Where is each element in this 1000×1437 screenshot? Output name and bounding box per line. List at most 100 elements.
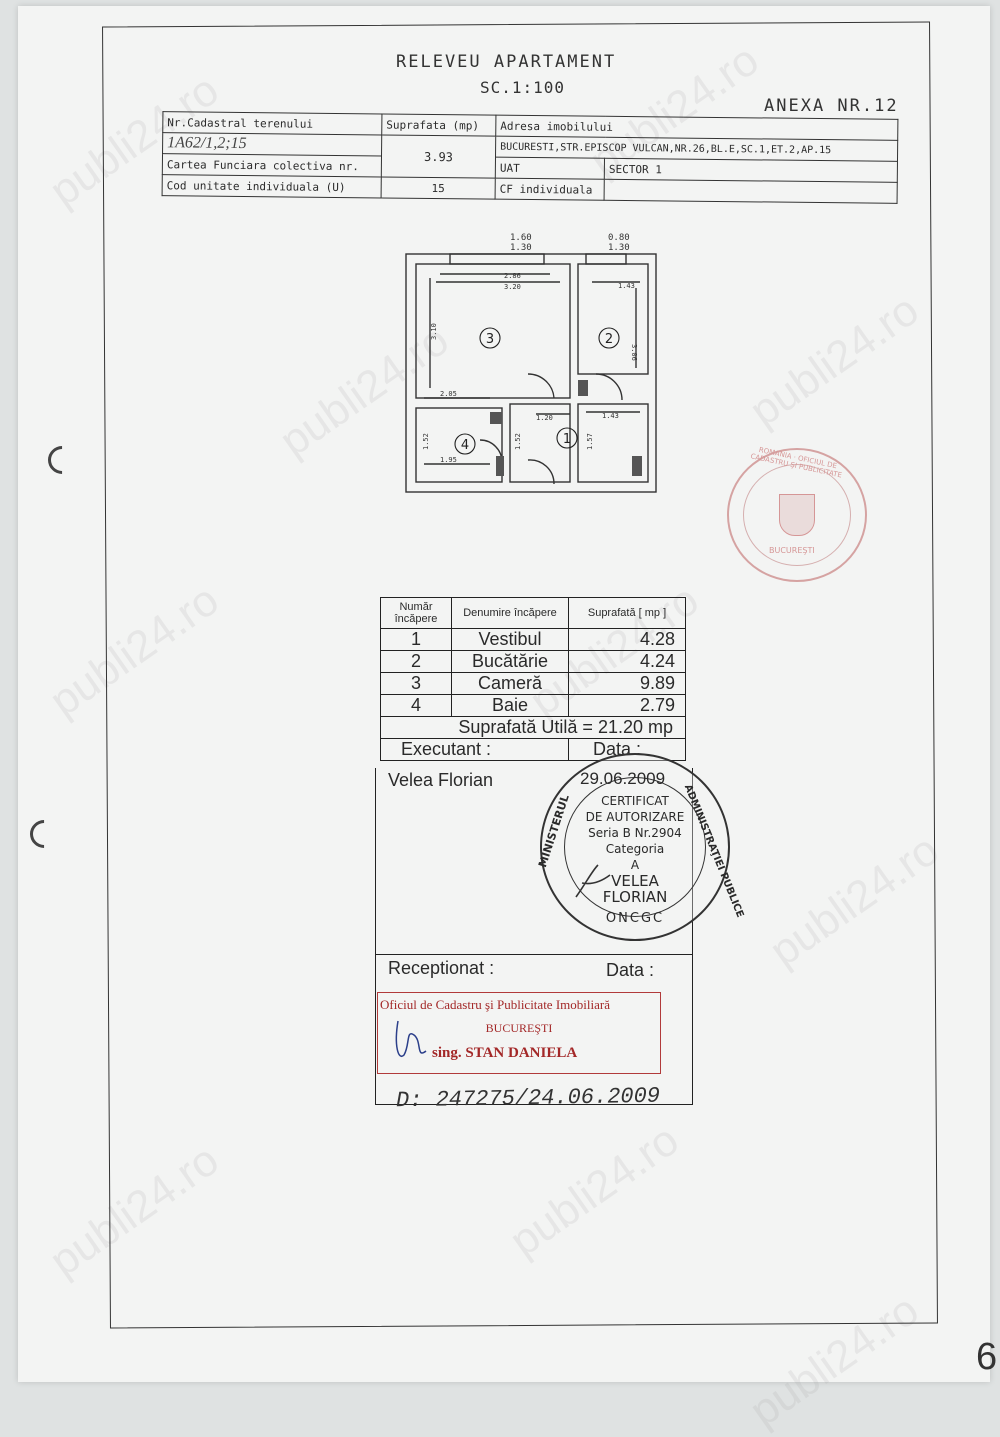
cadastral-value: 1A62/1,2;15	[162, 132, 382, 156]
shaft-marker	[578, 380, 588, 396]
dim-top-right-b: 1.30	[608, 243, 630, 253]
stamp-line3: Seria B Nr.2904	[588, 826, 682, 840]
room-area: 9.89	[568, 672, 686, 695]
executant-label: Executant :	[380, 738, 569, 761]
executant-authorization-stamp: 29.06.2009 MINISTERUL ADMINISTRAŢIEI PUB…	[536, 753, 745, 941]
room-number-circle	[598, 327, 620, 349]
dim-top-left-a: 1.60	[510, 233, 532, 243]
surface-label: Suprafata (mp)	[381, 113, 496, 137]
hall-left-outline	[509, 403, 571, 483]
signature-icon	[575, 864, 611, 898]
ocpi-line3: sing. STAN DANIELA	[432, 1045, 578, 1061]
room-number-4: 4	[461, 438, 469, 453]
room-nr: 4	[380, 694, 452, 717]
coat-of-arms-icon	[779, 494, 815, 536]
stamp-line2: DE AUTORIZARE	[585, 810, 685, 824]
dim-hall-w: 1.20	[536, 414, 553, 422]
uat-value: SECTOR 1	[604, 158, 898, 183]
room-number-3: 3	[486, 332, 494, 347]
dim-top-left-b: 1.30	[510, 243, 532, 253]
room-name: Cameră	[451, 672, 569, 695]
executant-date: 29.06.2009	[580, 769, 666, 788]
room-nr: 1	[380, 628, 452, 651]
round-stamp-city: BUCUREŞTI	[769, 546, 815, 555]
dim-room3-w1: 2.86	[504, 272, 521, 280]
dim-hall-right: 1.43	[602, 412, 619, 420]
window-room-2	[585, 253, 627, 265]
room-name: Baie	[451, 694, 569, 717]
room-number-2: 2	[605, 332, 613, 347]
stamp-line6: VELEA	[611, 872, 659, 890]
room-area: 4.24	[568, 650, 686, 673]
stamp-line5: A	[630, 858, 640, 872]
room-nr: 3	[380, 672, 452, 695]
floor-plan: 1.60 1.30 0.80 1.30 2.86 3.20 1.43 2.05 …	[405, 233, 657, 493]
room-3-outline	[415, 263, 571, 399]
window-room-3	[449, 253, 545, 265]
room-number-1: 1	[563, 432, 571, 447]
stamp-line7: FLORIAN	[602, 888, 668, 906]
shaft-marker	[632, 456, 642, 476]
page-number: 6	[976, 1336, 998, 1378]
unit-code-value: 15	[381, 176, 496, 200]
room-number-circle	[454, 433, 476, 455]
dim-room3-w2: 3.20	[504, 283, 521, 291]
document-page: publi24.ro publi24.ro publi24.ro publi24…	[18, 6, 997, 1436]
signature-box: Velea Florian Receptionat : Data :	[375, 768, 693, 1105]
dim-hall-h1: 1.52	[514, 433, 522, 450]
room-number-circle	[479, 327, 501, 349]
cadastral-label: Nr.Cadastral terenului	[162, 111, 382, 135]
punch-hole	[24, 814, 64, 854]
cadastral-header-table: Nr.Cadastral terenului Suprafata (mp) Ad…	[162, 111, 899, 204]
total-useful-area: Suprafată Utilă = 21.20 mp	[380, 716, 686, 739]
document-title: RELEVEU APARTAMENT	[396, 52, 617, 72]
rooms-table: Număr încăpere Denumire încăpere Suprafa…	[380, 597, 686, 761]
door-swing	[595, 373, 623, 401]
unit-code-label: Cod unitate individuala (U)	[162, 174, 382, 198]
shaft-marker	[496, 456, 504, 476]
ocpi-line1: Oficiul de Cadastru şi Publicitate Imobi…	[380, 997, 610, 1012]
cf-label: CF individuala	[495, 178, 605, 201]
dim-top-right-a: 0.80	[608, 233, 630, 243]
room-name: Vestibul	[451, 628, 569, 651]
receptionat-date-label: Data :	[606, 960, 655, 980]
uat-label: UAT	[495, 157, 605, 180]
hall-right-outline	[577, 403, 649, 483]
stamp-line1: CERTIFICAT	[601, 794, 669, 808]
document-scale: SC.1:100	[480, 78, 566, 97]
ocpi-round-stamp: ROMANIA · OFICIUL DE CADASTRU ŞI PUBLICI…	[727, 446, 867, 582]
carte-funciara-label: Cartea Funciara colectiva nr.	[162, 153, 382, 177]
dim-room4-w: 2.05	[440, 390, 457, 398]
col-area-header: Suprafată [ mp ]	[568, 597, 686, 629]
room-area: 2.79	[568, 694, 686, 717]
ocpi-reception-stamp: Oficiul de Cadastru şi Publicitate Imobi…	[377, 992, 661, 1074]
divider	[376, 954, 692, 955]
stamp-bottom: ONCGC	[605, 911, 665, 926]
col-name-header: Denumire încăpere	[451, 597, 569, 629]
stamp-line4: Categoria	[605, 842, 665, 856]
executant-name: Velea Florian	[388, 770, 494, 790]
ocpi-line2: BUCUREŞTI	[485, 1021, 553, 1035]
door-swing	[527, 373, 555, 399]
registration-number: D: 247275/24.06.2009	[395, 1083, 661, 1114]
receptionat-label: Receptionat :	[388, 958, 495, 978]
table-row: 1 Vestibul 4.28	[380, 628, 686, 651]
dim-room3-h: 3.10	[430, 323, 438, 340]
signature-icon	[395, 1020, 427, 1057]
dim-room2-h: 3.06	[630, 344, 638, 361]
punch-hole	[42, 440, 82, 480]
room-name: Bucătărie	[451, 650, 569, 673]
surface-value: 3.93	[381, 134, 496, 179]
room-nr: 2	[380, 650, 452, 673]
table-row: 4 Baie 2.79	[380, 694, 686, 717]
dim-room4-h: 1.52	[422, 433, 430, 450]
dim-room2-w: 1.43	[618, 282, 635, 290]
dim-room4-w2: 1.95	[440, 456, 457, 464]
room-4-outline	[415, 407, 503, 483]
annex-label: ANEXA NR.12	[764, 96, 899, 116]
shaft-marker	[490, 412, 502, 424]
cf-value	[604, 179, 898, 204]
col-number-header: Număr încăpere	[380, 597, 452, 629]
dim-hall-h2: 1.57	[586, 433, 594, 450]
room-area: 4.28	[568, 628, 686, 651]
